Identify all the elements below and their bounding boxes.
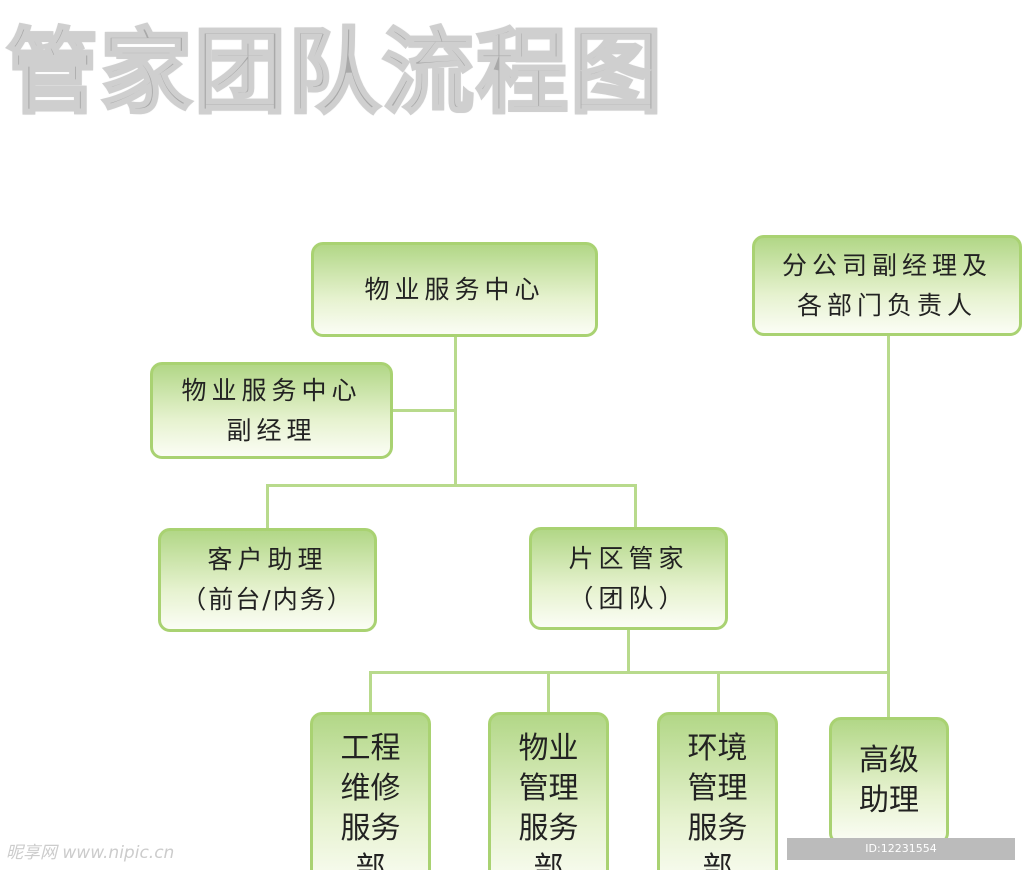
node-label: 管理 <box>687 771 748 806</box>
connector <box>266 484 269 529</box>
node-label: 各部门负责人 <box>796 290 977 320</box>
node-label: 客户助理 <box>207 545 328 574</box>
connector <box>393 409 455 412</box>
node-senior-assistant: 高级 助理 <box>829 717 949 845</box>
node-label: 部 <box>702 851 733 870</box>
image-id-label: ID:12231554 NO:20130409175413089343 <box>787 838 1015 870</box>
node-label: 分公司副经理及 <box>781 250 992 280</box>
connector <box>547 671 550 713</box>
node-label: 高级 <box>859 743 919 778</box>
node-engineering: 工程 维修 服务 部 <box>310 712 431 870</box>
connector <box>454 337 457 487</box>
node-environment: 环境 管理 服务 部 <box>657 712 778 870</box>
node-label: 维修 <box>340 771 401 806</box>
node-vice-manager: 物业服务中心 副经理 <box>150 362 393 459</box>
connector <box>717 671 720 713</box>
node-label: 服务 <box>340 811 401 846</box>
connector <box>627 630 630 673</box>
connector <box>634 484 637 529</box>
node-butler-team: 片区管家 （团队） <box>529 527 728 630</box>
node-label: （团队） <box>568 583 689 613</box>
node-label: 工程 <box>340 731 401 766</box>
watermark: 昵享网 www.nipic.cn <box>6 843 175 863</box>
node-label: 物业服务中心 <box>181 375 362 405</box>
node-label: 服务 <box>687 811 748 846</box>
node-label: 管理 <box>518 771 579 806</box>
node-label: 部 <box>355 851 386 870</box>
connector <box>887 336 890 718</box>
node-label: 副经理 <box>226 415 317 445</box>
connector <box>369 671 890 674</box>
node-label: 环境 <box>687 731 748 766</box>
node-label: 助理 <box>859 783 919 818</box>
node-label: 服务 <box>518 811 579 846</box>
chart-title: 管家团队流程图 <box>4 18 665 128</box>
node-customer-assistant: 客户助理 （前台/内务） <box>158 528 377 632</box>
node-label: （前台/内务） <box>181 585 354 614</box>
node-property: 物业 管理 服务 部 <box>488 712 609 870</box>
node-service-center: 物业服务中心 <box>311 242 598 337</box>
node-label: 片区管家 <box>568 543 689 573</box>
connector <box>369 671 372 713</box>
node-label: 物业 <box>518 731 579 766</box>
node-label: 部 <box>533 851 564 870</box>
node-branch-manager: 分公司副经理及 各部门负责人 <box>752 235 1022 336</box>
connector <box>266 484 636 487</box>
node-label: 物业服务中心 <box>364 274 545 304</box>
